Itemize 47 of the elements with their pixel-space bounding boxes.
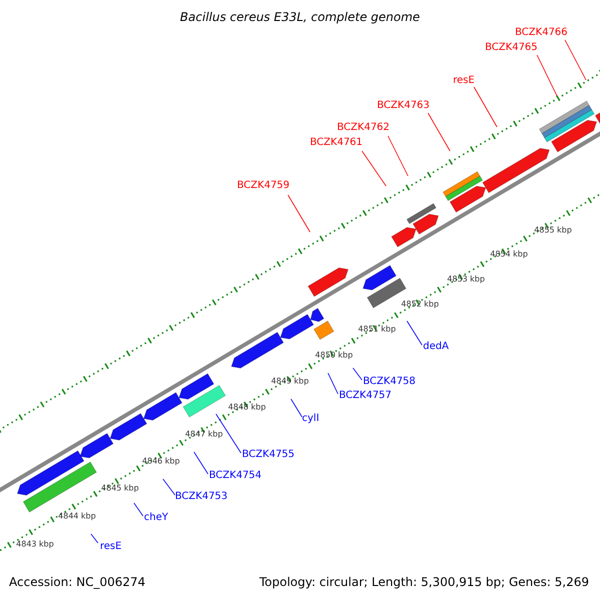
leader-line [194, 452, 208, 474]
scale-label: 4855 kbp [534, 226, 572, 234]
scale-label: 4854 kbp [490, 250, 528, 258]
scale-label: 4853 kbp [447, 274, 485, 284]
gene-label: BCZK4762 [337, 122, 390, 134]
gene-label: BCZK4766 [515, 27, 568, 39]
gene-label: BCZK4759 [237, 180, 290, 192]
gene-label: BCZK4758 [363, 376, 416, 388]
scale-label: 4849 kbp [271, 376, 309, 386]
gene-label: BCZK4754 [209, 470, 262, 482]
leader-line [328, 372, 338, 394]
gene-label: resE [100, 541, 122, 553]
gene-label: BCZK4757 [339, 390, 392, 402]
scale-label: 4850 kbp [315, 350, 353, 360]
leader-line [564, 40, 586, 80]
leader-line [162, 478, 176, 496]
gene-label: cylI [302, 413, 320, 425]
gene-label: BCZK4755 [242, 449, 295, 461]
gene-label: resE [453, 75, 475, 87]
map-title: Bacillus cereus E33L, complete genome [179, 10, 421, 24]
leader-line [90, 534, 98, 544]
scale-label: 4846 kbp [142, 456, 180, 466]
scale-label: 4845 kbp [101, 484, 139, 492]
scale-label: 4852 kbp [401, 300, 439, 308]
gene-label: BCZK4753 [175, 491, 228, 503]
leader-line [388, 136, 408, 176]
scale-label: 4847 kbp [185, 430, 223, 438]
leader-line [352, 368, 362, 380]
leader-line [406, 320, 422, 346]
leader-line [536, 54, 558, 96]
leader-line [288, 194, 310, 232]
scale-label: 4848 kbp [228, 402, 266, 412]
gene-label: cheY [144, 512, 168, 524]
gene-label: dedA [423, 341, 449, 353]
footer-text: Topology: circular; Length: 5,300,915 bp; Genes: 5,269 [259, 575, 589, 589]
gene-label: BCZK4763 [377, 100, 430, 112]
leader-line [428, 112, 450, 152]
gene-label: BCZK4761 [310, 137, 363, 149]
scale-label: 4844 kbp [58, 512, 96, 520]
leader-line [290, 398, 302, 418]
leader-line [134, 502, 144, 516]
leader-line [216, 414, 242, 454]
gene-label: BCZK4765 [485, 42, 538, 54]
scale-label: 4843 kbp [16, 540, 54, 548]
leader-line [362, 150, 386, 186]
leader-line [474, 86, 498, 128]
footer-text: Accession: NC_006274 [9, 575, 146, 589]
